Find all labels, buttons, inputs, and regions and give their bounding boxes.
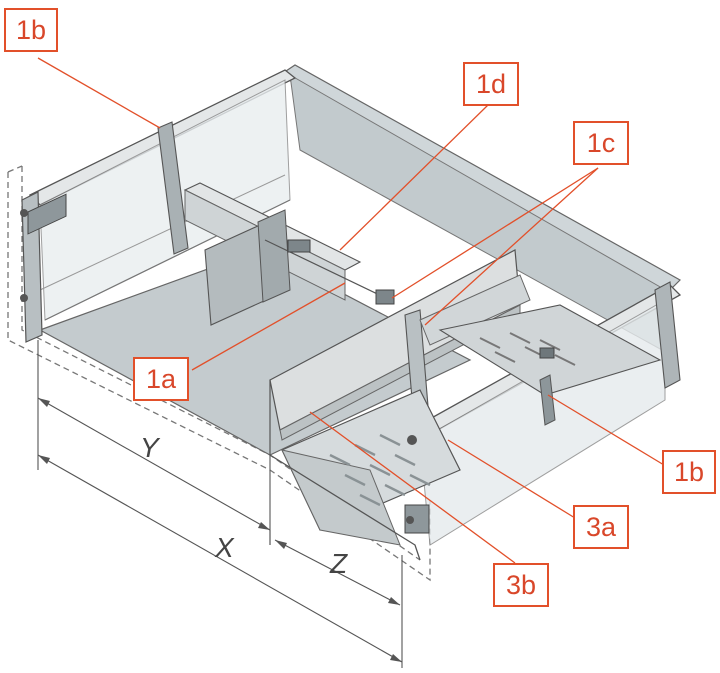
callout-1b-right: 1b <box>662 450 716 494</box>
callout-3a: 3a <box>573 505 629 549</box>
right-end-cap <box>654 281 681 389</box>
callout-3b: 3b <box>493 563 549 607</box>
callout-1b-top: 1b <box>4 8 58 52</box>
callout-leaders <box>37 57 665 564</box>
callout-1c: 1c <box>573 121 629 165</box>
callout-1a: 1a <box>133 357 189 401</box>
dimension-x-label: X <box>215 532 234 563</box>
drawer-floor <box>38 249 472 456</box>
dimension-y-label: Y <box>140 432 159 463</box>
callout-1d: 1d <box>463 62 519 106</box>
dimension-z-label: Z <box>330 548 348 579</box>
divider-post-1b <box>157 121 189 255</box>
